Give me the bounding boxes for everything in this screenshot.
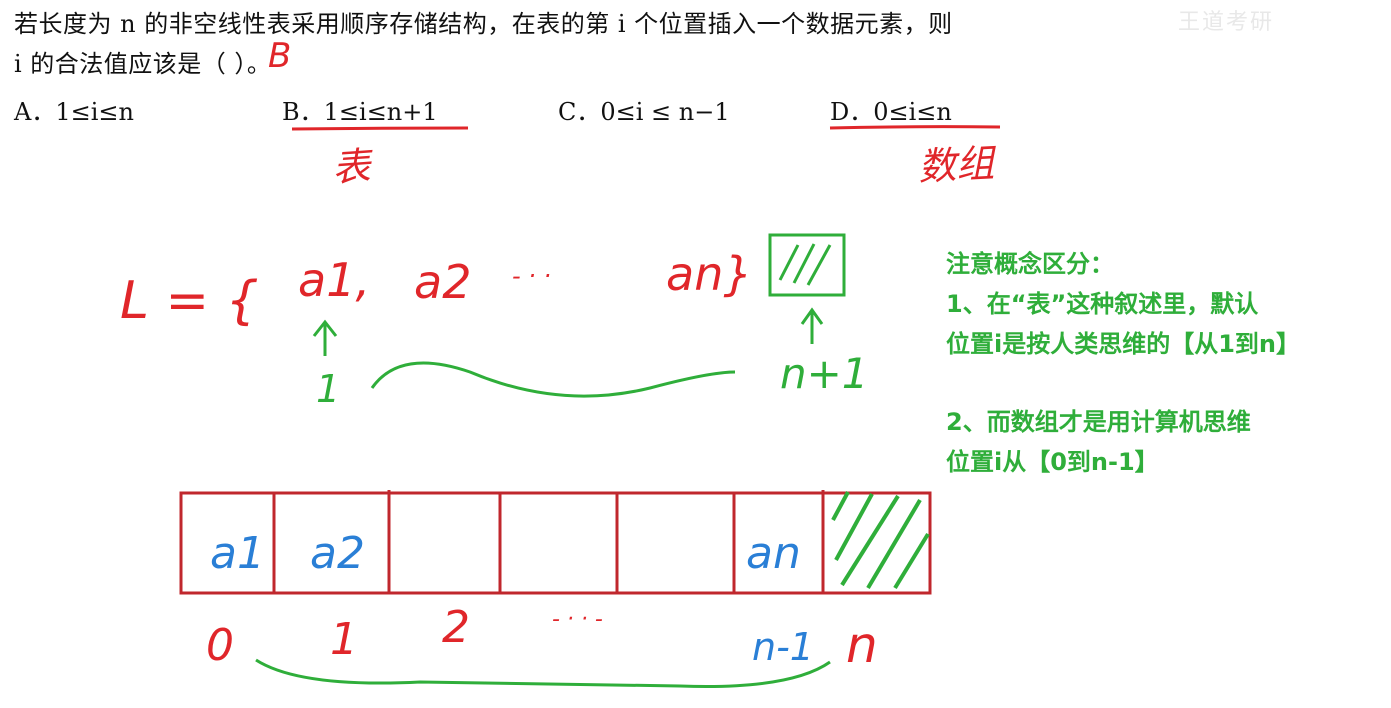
index-n: n (846, 616, 878, 674)
list-a2: a2 (414, 255, 471, 309)
array-last-slot-hatch (831, 491, 930, 590)
option-a: A．1≤i≤n (14, 98, 134, 126)
note-line-1b: 位置i是按人类思维的【从1到n】 (946, 330, 1301, 358)
note-line-2a: 2、而数组才是用计算机思维 (946, 408, 1251, 436)
handwritten-answer-mark: B (268, 36, 292, 76)
index-n-minus-1: n-1 (752, 625, 814, 669)
option-c: C．0≤i ≤ n−1 (558, 98, 730, 126)
arrow-up-posn1 (800, 307, 824, 344)
index-0: 0 (206, 620, 234, 671)
array-cell-a1: a1 (210, 528, 265, 579)
question-line-2: i 的合法值应该是（ ）。 (14, 50, 272, 78)
question-line-1: 若长度为 n 的非空线性表采用顺序存储结构，在表的第 i 个位置插入一个数据元素… (14, 10, 953, 38)
watermark: 王道考研 (1178, 10, 1275, 35)
list-an: an} (666, 247, 753, 301)
list-prefix: L = { (120, 271, 259, 331)
note-title: 注意概念区分： (946, 250, 1114, 278)
arrow-up-pos1 (312, 319, 338, 356)
list-dots: - · · (512, 262, 551, 290)
new-slot-box (768, 233, 846, 297)
option-b: B．1≤i≤n+1 (282, 98, 438, 126)
index-1: 1 (330, 614, 358, 665)
underline-option-b (291, 126, 469, 131)
note-line-1a: 1、在“表”这种叙述里，默认 (946, 290, 1259, 318)
list-a1: a1, (298, 253, 370, 307)
new-slot-hatch (778, 243, 832, 286)
note-line-2b: 位置i从【0到n-1】 (946, 448, 1159, 476)
array-cell-a2: a2 (310, 528, 365, 579)
underline-option-d (829, 125, 1001, 130)
index-2: 2 (442, 602, 470, 653)
span-brace-array (255, 658, 831, 688)
array-cell-an: an (746, 528, 801, 579)
array-row (179, 490, 932, 595)
option-d: D．0≤i≤n (830, 98, 952, 126)
span-brace-list (370, 361, 736, 398)
position-label-1: 1 (316, 367, 340, 411)
index-dots: - · · - (552, 607, 603, 632)
position-label-n-plus-1: n+1 (780, 349, 869, 398)
